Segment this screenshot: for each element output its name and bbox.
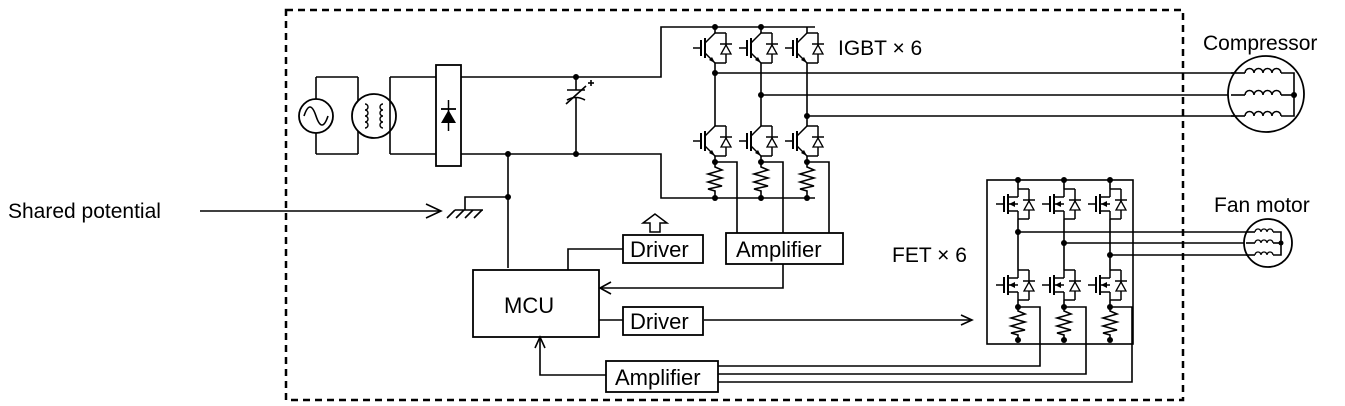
driver-top-box <box>622 234 704 264</box>
driver-bottom-label: Driver <box>630 309 689 334</box>
dc-bus-lines <box>461 26 815 268</box>
compressor-wiring <box>715 72 1250 117</box>
fan-wiring <box>1018 231 1256 256</box>
amplifier-top-box <box>725 232 844 265</box>
fan-motor-label: Fan motor <box>1214 194 1310 217</box>
driver-up-arrow-icon <box>640 213 670 233</box>
shared-potential-label: Shared potential <box>8 200 161 223</box>
driver-bottom-box <box>622 306 704 336</box>
mcu-label: MCU <box>504 293 554 318</box>
igbt-label: IGBT × 6 <box>838 37 922 60</box>
enclosure-border <box>284 8 1185 402</box>
mcu-box <box>472 269 600 338</box>
shared-potential-arrow <box>200 203 443 219</box>
rectifier-block <box>435 64 462 167</box>
amplifier-bottom-box <box>605 360 719 393</box>
compressor-label: Compressor <box>1203 32 1317 55</box>
shared-potential-ground <box>446 209 483 219</box>
compressor-motor-icon <box>1227 55 1305 133</box>
fet-label: FET × 6 <box>892 244 967 267</box>
driver-top-label: Driver <box>630 237 689 262</box>
ac-power-source <box>298 76 358 155</box>
amplifier-bottom-label: Amplifier <box>615 365 701 390</box>
igbt-bridge <box>692 24 830 233</box>
fet-bridge <box>718 177 1134 383</box>
amplifier-top-label: Amplifier <box>736 237 822 262</box>
transformer-icon <box>351 76 436 155</box>
fan-motor-icon <box>1243 218 1293 268</box>
mcu-connections <box>534 248 974 376</box>
